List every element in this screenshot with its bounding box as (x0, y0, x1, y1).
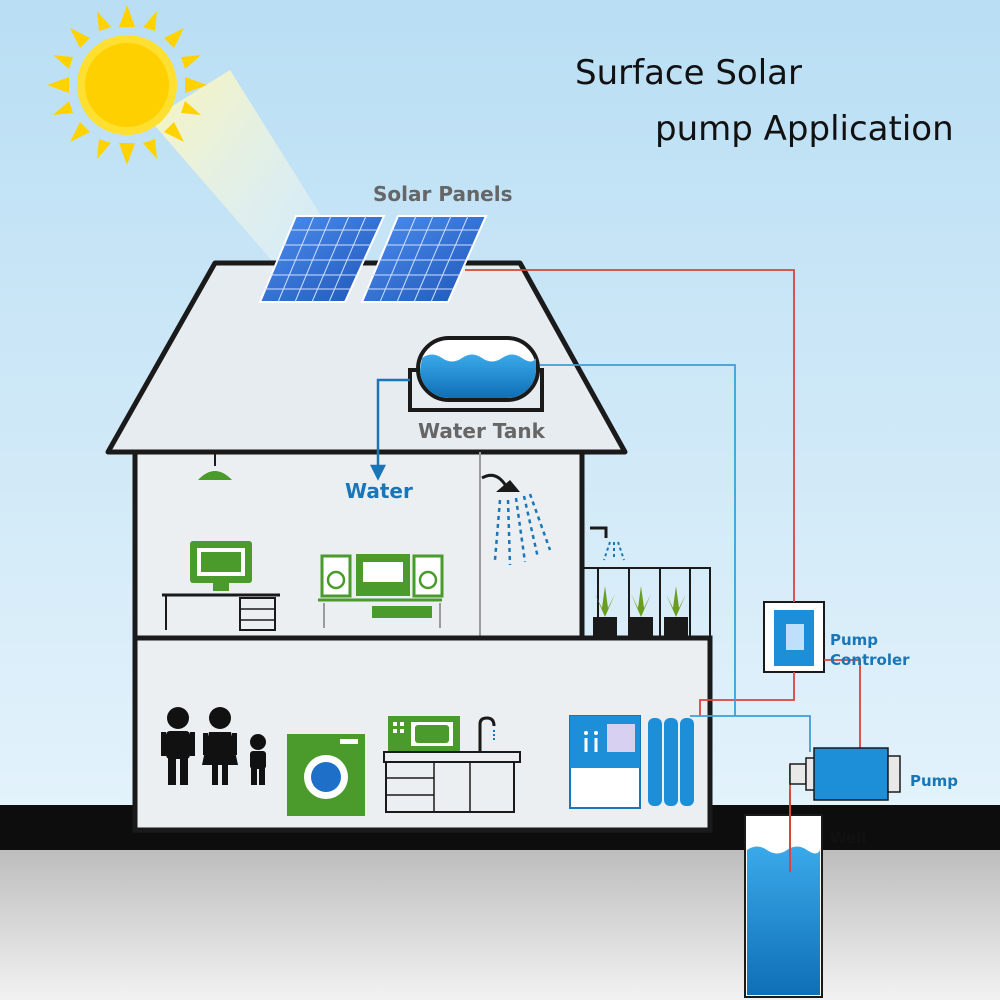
plant-icon (629, 586, 653, 639)
plant-icon (664, 586, 688, 639)
water-pipe (540, 364, 811, 752)
water-tank (408, 336, 544, 412)
pump-controller-label-line-2: Controler (830, 651, 910, 669)
water-tank-label: Water Tank (418, 419, 546, 443)
desk-computer-icon (162, 541, 280, 631)
well-label: Well (830, 829, 866, 847)
pump (789, 747, 901, 801)
pump-label: Pump (910, 772, 958, 790)
sunlight-beam (150, 70, 330, 270)
kitchen-icon (383, 716, 521, 813)
ceiling-lamp-icon (198, 452, 232, 480)
water-flow-arrow (369, 378, 410, 481)
plant-icon (593, 586, 617, 639)
ground-soil (0, 850, 1000, 1000)
solar-panel-2 (360, 215, 488, 303)
title-line-2: pump Application (655, 109, 954, 149)
title-line-1: Surface Solar (575, 53, 802, 93)
sun-icon (47, 5, 207, 165)
water-label: Water (345, 479, 413, 503)
solar-panel-1 (258, 215, 386, 303)
water-purifier-icon (569, 715, 694, 809)
solar-panels-label: Solar Panels (373, 182, 513, 206)
stereo-tv-icon (318, 554, 444, 628)
well (744, 790, 823, 998)
pump-controller-label-line-1: Pump (830, 631, 878, 649)
shower-icon (481, 473, 552, 566)
washing-machine-icon (287, 734, 365, 816)
family-icon (161, 707, 266, 785)
faucet-icon (590, 526, 625, 561)
pump-controller (763, 601, 825, 673)
